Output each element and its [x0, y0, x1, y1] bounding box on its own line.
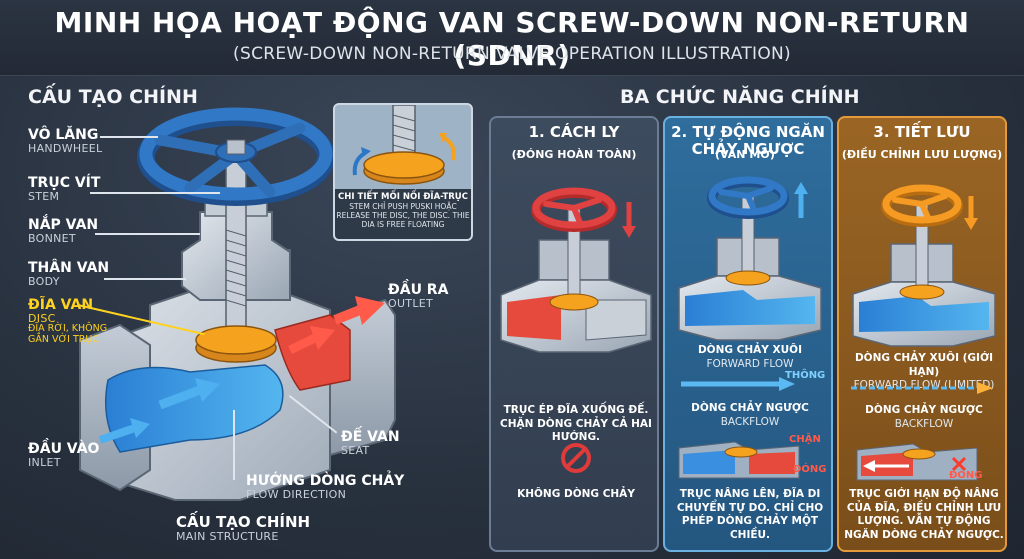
label-stem: TRỤC VÍT STEM	[28, 175, 101, 203]
structure-title: CẤU TẠO CHÍNH	[28, 86, 198, 108]
label-bonnet: NẮP VAN BONNET	[28, 217, 99, 245]
panel-throttling: 3. TIẾT LƯU (ĐIỀU CHỈNH LƯU LƯỢNG) DÒNG …	[837, 116, 1007, 552]
label-inlet: ĐẦU VÀO INLET	[28, 441, 100, 469]
panel-1-result: KHÔNG DÒNG CHẢY	[517, 488, 635, 500]
panel-1-title: 1. CÁCH LY	[528, 123, 620, 141]
disc-stem-detail-inset: CHI TIẾT MỐI NỐI ĐĨA-TRỤC STEM CHỈ PUSH …	[333, 103, 473, 241]
panel-2-forward: DÒNG CHẢY XUÔI FORWARD FLOW	[697, 344, 803, 370]
disc-stem-detail-illustration	[352, 105, 456, 185]
leader-body	[104, 278, 186, 280]
tag-blocked: CHẶN	[789, 434, 821, 445]
leader-handwheel	[100, 136, 158, 138]
label-outlet: ĐẦU RA OUTLET	[388, 282, 449, 310]
forward-flow-arrow	[681, 377, 795, 391]
panel-1-description: TRỤC ÉP ĐĨA XUỐNG ĐẾ. CHẶN DÒNG CHẢY CẢ …	[500, 404, 652, 444]
label-body: THÂN VAN BODY	[28, 260, 110, 288]
valve-open-illustration	[678, 176, 822, 341]
label-seat: ĐẾ VAN SEAT	[341, 429, 400, 457]
tag-open: THÔNG	[785, 370, 826, 381]
backflow-blocked-illustration	[678, 441, 800, 479]
panel-2-backflow: DÒNG CHẢY NGƯỢC BACKFLOW	[691, 402, 809, 428]
label-flow-direction: HƯỚNG DÒNG CHẢY FLOW DIRECTION	[246, 473, 405, 501]
label-disc: ĐĨA VAN DISC ĐĨA RỜI, KHÔNG GẮN VỚI TRỤC	[28, 297, 108, 346]
panel-3-backflow: DÒNG CHẢY NGƯỢC BACKFLOW	[865, 404, 983, 430]
valve-closed-illustration	[500, 187, 652, 353]
no-flow-icon	[561, 443, 591, 473]
header: MINH HỌA HOẠT ĐỘNG VAN SCREW-DOWN NON-RE…	[0, 0, 1024, 76]
label-handwheel: VÔ LĂNG HANDWHEEL	[28, 127, 103, 155]
inset-caption: CHI TIẾT MỐI NỐI ĐĨA-TRỤC STEM CHỈ PUSH …	[335, 189, 471, 239]
panel-auto-non-return: 2. TỰ ĐỘNG NGĂN CHẢY NGƯỢC (VAN MỞ) DÒNG…	[663, 116, 833, 552]
panel-2-description: TRỤC NÂNG LÊN, ĐĨA DI CHUYỂN TỰ DO. CHỈ …	[676, 488, 824, 541]
label-main-structure: CẤU TẠO CHÍNH MAIN STRUCTURE	[176, 513, 311, 543]
page-subtitle: (SCREW-DOWN NON-RETURN VALVE OPERATION I…	[233, 44, 791, 64]
leader-flow	[233, 410, 235, 480]
tag-closed-throttle: ĐÓNG	[949, 470, 983, 481]
limited-forward-flow-arrow	[851, 382, 993, 394]
page-title: MINH HỌA HOẠT ĐỘNG VAN SCREW-DOWN NON-RE…	[54, 6, 970, 72]
leader-bonnet	[95, 233, 200, 235]
valve-throttle-illustration	[852, 184, 996, 347]
panel-3-subtitle: (ĐIỀU CHỈNH LƯU LƯỢNG)	[841, 148, 1003, 161]
panel-2-title: 2. TỰ ĐỘNG NGĂN CHẢY NGƯỢC	[671, 123, 825, 159]
panel-isolation: 1. CÁCH LY (ĐÓNG HOÀN TOÀN) TRỤC ÉP ĐĨA …	[489, 116, 659, 552]
panel-3-title: 3. TIẾT LƯU	[873, 123, 971, 141]
panel-2-subtitle: (VAN MỞ)	[715, 148, 775, 161]
tag-closed: ĐÓNG	[793, 464, 827, 475]
functions-title: BA CHỨC NĂNG CHÍNH	[620, 86, 860, 108]
leader-stem	[90, 192, 220, 194]
panel-3-description: TRỤC GIỚI HẠN ĐỘ NÂNG CỦA ĐĨA, ĐIỀU CHỈN…	[844, 488, 1004, 541]
panel-1-subtitle: (ĐÓNG HOÀN TOÀN)	[511, 148, 637, 161]
backflow-blocked-throttle-illustration	[856, 443, 978, 481]
